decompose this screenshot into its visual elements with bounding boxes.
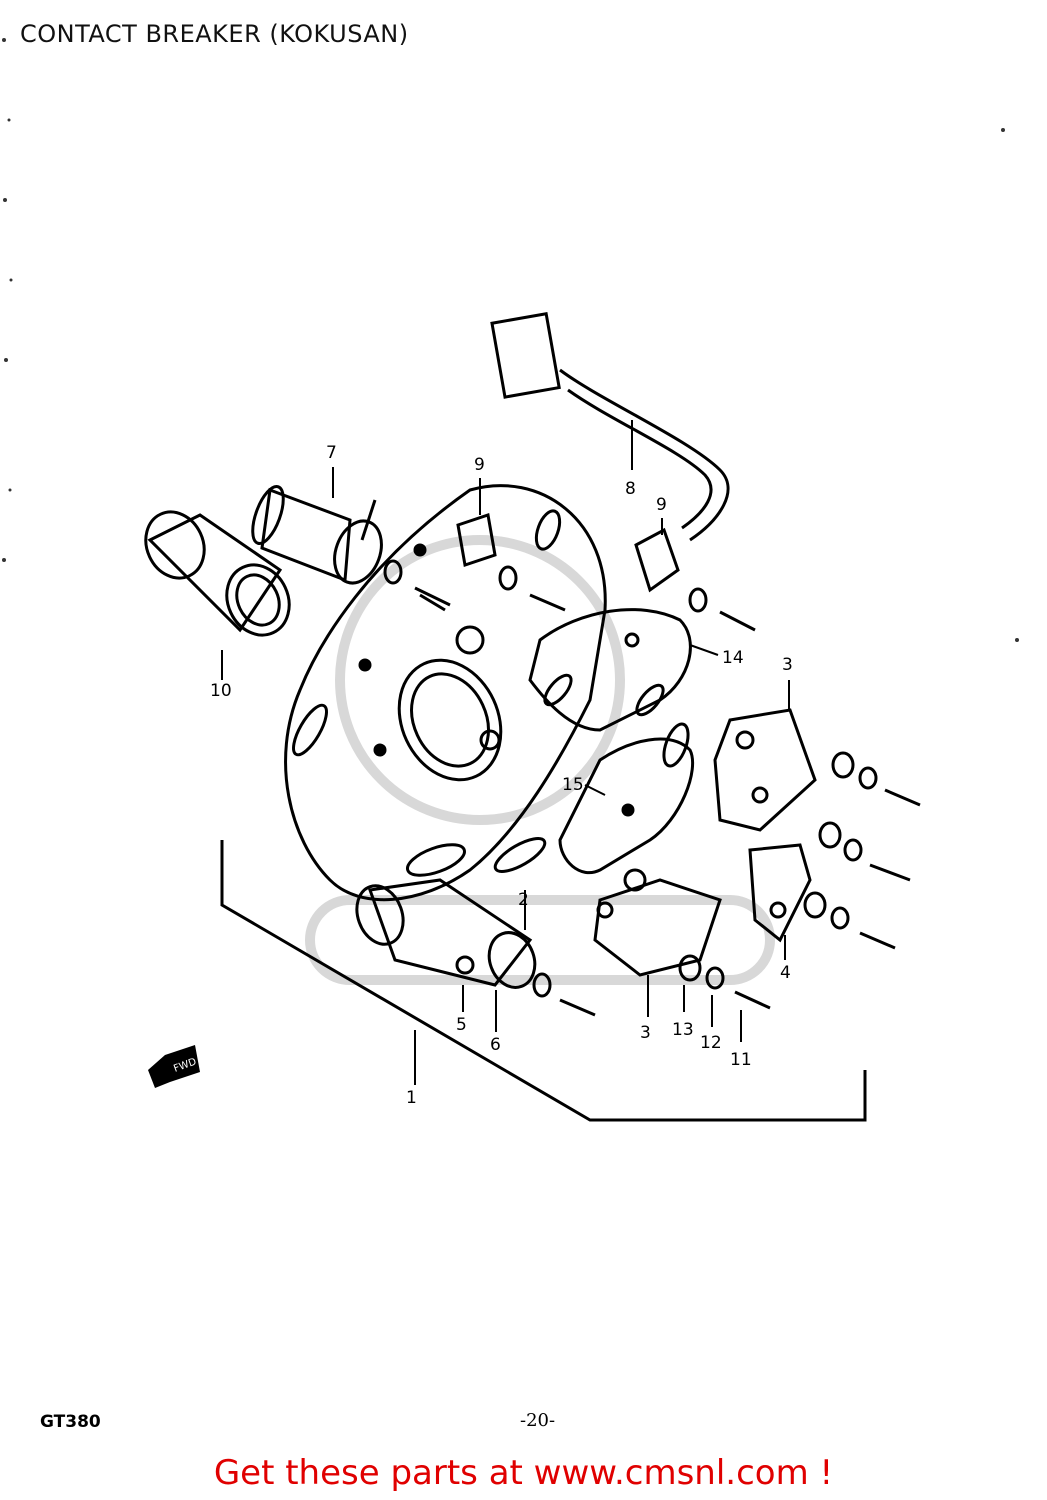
callout-3: 3 xyxy=(782,655,793,675)
callout-13: 13 xyxy=(672,1020,694,1040)
sub-plate-part-15 xyxy=(558,722,695,875)
callout-4: 4 xyxy=(780,963,791,983)
callout-2: 2 xyxy=(518,890,529,910)
screws-and-washers xyxy=(383,559,921,1017)
callout-7: 7 xyxy=(326,443,337,463)
page-title: CONTACT BREAKER (KOKUSAN) xyxy=(20,20,409,48)
watermark-logo xyxy=(305,535,775,985)
callout-8: 8 xyxy=(625,479,636,499)
sub-plate-part-14 xyxy=(528,608,692,732)
page-number: -20- xyxy=(520,1410,556,1431)
callout-labels: 1 2 3 3 4 5 6 7 8 9 9 10 11 12 13 14 15 xyxy=(210,443,793,1108)
condenser-part-7 xyxy=(251,485,383,585)
contact-point-part-4 xyxy=(748,843,812,943)
governor-part-5-6 xyxy=(355,878,537,989)
callout-6: 6 xyxy=(490,1035,501,1055)
callout-3-lower: 3 xyxy=(640,1023,651,1043)
fwd-arrow-icon: FWD xyxy=(148,1045,200,1088)
leader-lines xyxy=(221,420,790,1085)
callout-12: 12 xyxy=(700,1033,722,1053)
lead-wire-part-8 xyxy=(490,311,730,542)
callout-11: 11 xyxy=(730,1050,752,1070)
assembly-bracket xyxy=(220,840,867,1122)
callout-14: 14 xyxy=(722,648,744,668)
callout-9: 9 xyxy=(474,455,485,475)
callout-9-right: 9 xyxy=(656,495,667,515)
base-plate-part-2 xyxy=(284,484,607,902)
callout-5: 5 xyxy=(456,1015,467,1035)
cam-part-10 xyxy=(144,510,291,637)
callout-15: 15 xyxy=(562,775,584,795)
grommet-part-9 xyxy=(456,513,680,593)
callout-1: 1 xyxy=(406,1088,417,1108)
cta-link[interactable]: Get these parts at www.cmsnl.com ! xyxy=(213,1453,834,1493)
scan-noise xyxy=(2,38,1019,642)
callout-10: 10 xyxy=(210,681,232,701)
model-code: GT380 xyxy=(40,1412,101,1432)
